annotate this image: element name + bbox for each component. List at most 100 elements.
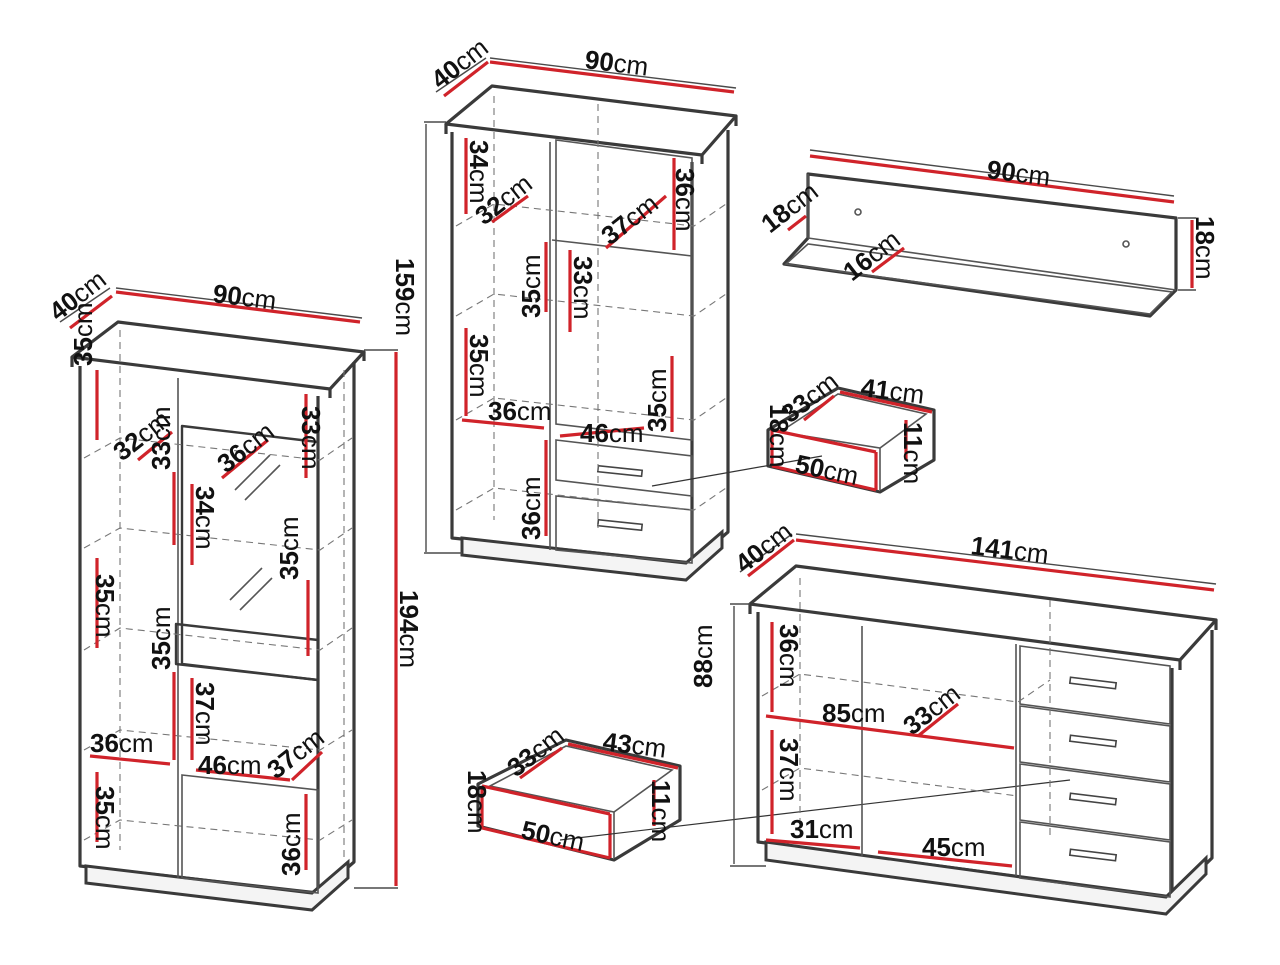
tall-inner-label: 35cm bbox=[90, 574, 120, 638]
dimension-unit: cm bbox=[90, 815, 120, 850]
medium-inner-label: 33cm bbox=[568, 256, 598, 320]
sideboard-inner-label: 33cm bbox=[897, 678, 966, 741]
dimension-unit: cm bbox=[68, 302, 98, 337]
sideboard-inner-label: 31cm bbox=[790, 814, 854, 844]
medium-inner-label: 35cm bbox=[516, 254, 546, 318]
dimension-unit: cm bbox=[390, 301, 420, 336]
large-drawer-front-width-label: 50cm bbox=[519, 815, 587, 858]
dimension-unit: cm bbox=[119, 728, 154, 758]
dimension-unit: cm bbox=[227, 750, 262, 780]
dimension-value: 35 bbox=[516, 289, 546, 318]
tall-inner-label: 35cm bbox=[274, 516, 304, 580]
small-drawer-front-width-label: 50cm bbox=[793, 449, 861, 492]
dimension-unit: cm bbox=[547, 821, 587, 858]
large-drawer-width-label: 43cm bbox=[601, 726, 668, 764]
dimension-unit: cm bbox=[609, 418, 644, 448]
dimension-unit: cm bbox=[568, 285, 598, 320]
dimension-unit: cm bbox=[774, 653, 804, 688]
dimension-unit: cm bbox=[1014, 158, 1052, 192]
dimension-value: 159 bbox=[390, 258, 420, 301]
medium-width-label: 90cm bbox=[583, 44, 650, 82]
dimension-value: 35 bbox=[274, 551, 304, 580]
dimension-value: 35 bbox=[90, 574, 120, 603]
dimension-value: 33 bbox=[146, 441, 176, 470]
dimension-unit: cm bbox=[190, 711, 220, 746]
small-drawer bbox=[651, 386, 936, 494]
dimension-value: 11 bbox=[898, 422, 928, 450]
dimension-value: 41 bbox=[859, 372, 891, 405]
tall-inner-label: 33cm bbox=[146, 406, 176, 470]
dimension-unit: cm bbox=[888, 376, 926, 410]
dimension-unit: cm bbox=[464, 363, 494, 398]
dimension-unit: cm bbox=[774, 767, 804, 802]
dimension-value: 11 bbox=[646, 780, 676, 808]
dimension-unit: cm bbox=[296, 435, 326, 470]
tall-height-label: 194cm bbox=[394, 590, 424, 668]
dimension-unit: cm bbox=[146, 606, 176, 641]
dimension-unit: cm bbox=[190, 515, 220, 550]
dimension-unit: cm bbox=[1190, 245, 1220, 280]
dimension-value: 18 bbox=[764, 404, 794, 433]
tall-cabinet bbox=[59, 287, 398, 912]
medium-inner-label: 46cm bbox=[580, 418, 644, 448]
tall-inner-label: 46cm bbox=[198, 750, 262, 780]
shelf-height-label: 18cm bbox=[1190, 216, 1220, 280]
large-drawer-front-height-label: 18cm bbox=[462, 770, 492, 834]
small-drawer-inner-height-label: 11cm bbox=[898, 422, 928, 484]
dimension-value: 36 bbox=[488, 396, 517, 426]
dimension-value: 35 bbox=[146, 641, 176, 670]
dimension-unit: cm bbox=[630, 730, 668, 764]
dimension-unit: cm bbox=[642, 368, 672, 403]
dimension-value: 34 bbox=[464, 140, 494, 169]
sideboard-width-label: 141cm bbox=[969, 530, 1050, 569]
tall-inner-label: 35cm bbox=[90, 786, 120, 850]
dimension-unit: cm bbox=[898, 450, 928, 485]
dimension-value: 36 bbox=[276, 847, 306, 876]
sideboard-inner-label: 37cm bbox=[774, 738, 804, 802]
medium-inner-label: 35cm bbox=[642, 368, 672, 432]
dimension-unit: cm bbox=[764, 433, 794, 468]
sideboard-inner-label: 85cm bbox=[822, 698, 886, 728]
dimension-value: 36 bbox=[670, 168, 700, 197]
dimension-value: 45 bbox=[922, 832, 951, 862]
dimension-unit: cm bbox=[464, 169, 494, 204]
dimension-unit: cm bbox=[821, 455, 861, 492]
dimension-unit: cm bbox=[951, 832, 986, 862]
dimension-value: 141 bbox=[969, 530, 1016, 565]
sideboard bbox=[730, 533, 1218, 916]
shelf-width-label: 90cm bbox=[985, 154, 1052, 192]
dimension-value: 90 bbox=[985, 154, 1017, 187]
tall-inner-label: 36cm bbox=[276, 812, 306, 876]
small-drawer-width-label: 41cm bbox=[859, 372, 926, 410]
dimension-unit: cm bbox=[612, 48, 650, 82]
dimension-unit: cm bbox=[819, 814, 854, 844]
dimension-unit: cm bbox=[394, 633, 424, 668]
medium-inner-label: 36cm bbox=[670, 168, 700, 232]
dimension-value: 36 bbox=[516, 511, 546, 540]
dimension-unit: cm bbox=[688, 624, 718, 659]
tall-inner-label: 33cm bbox=[296, 406, 326, 470]
large-drawer-depth-label: 33cm bbox=[501, 720, 570, 783]
dimension-unit: cm bbox=[146, 406, 176, 441]
medium-inner-label: 37cm bbox=[595, 188, 664, 251]
tall-inner-label: 37cm bbox=[190, 682, 220, 746]
wall-shelf bbox=[782, 149, 1196, 318]
medium-height-label: 159cm bbox=[390, 258, 420, 336]
dimension-unit: cm bbox=[1012, 535, 1050, 569]
dimension-unit: cm bbox=[670, 197, 700, 232]
dimension-value: 33 bbox=[296, 406, 326, 435]
dimension-unit: cm bbox=[517, 396, 552, 426]
large-drawer bbox=[476, 738, 1071, 862]
dimension-value: 88 bbox=[688, 659, 718, 688]
dimension-unit: cm bbox=[462, 799, 492, 834]
tall-inner-label: 36cm bbox=[90, 728, 154, 758]
dimension-unit: cm bbox=[646, 808, 676, 843]
dimension-value: 43 bbox=[601, 726, 633, 759]
medium-inner-label: 34cm bbox=[464, 140, 494, 204]
tall-inner-label: 35cm bbox=[68, 302, 98, 366]
dimension-value: 50 bbox=[519, 815, 554, 850]
sideboard-depth-label: 40cm bbox=[729, 516, 798, 579]
dimension-value: 194 bbox=[394, 590, 424, 634]
tall-inner-label: 34cm bbox=[190, 486, 220, 550]
